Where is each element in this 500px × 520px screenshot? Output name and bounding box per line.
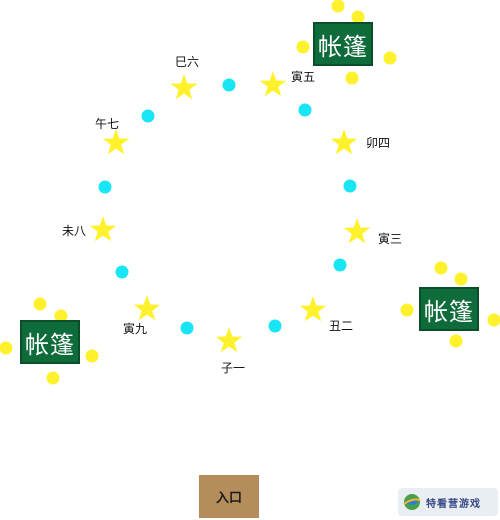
entrance-label: 入口 — [215, 491, 242, 506]
tent-marker-dot — [383, 51, 397, 65]
path-dot — [180, 321, 194, 335]
tent-marker-dot — [434, 261, 448, 275]
path-dot — [222, 78, 236, 92]
star-label: 寅三 — [378, 231, 402, 246]
star-label: 午七 — [95, 117, 119, 131]
tent-marker-dot — [454, 272, 468, 286]
ring-path-dots — [98, 78, 357, 335]
globe-logo-icon — [403, 494, 421, 510]
star-label: 未八 — [62, 224, 86, 238]
tent-label: 帐篷 — [424, 297, 474, 326]
star-label: 丑二 — [329, 319, 353, 333]
watermark-text: 特看营游戏 — [426, 498, 481, 510]
path-dot — [343, 179, 357, 193]
star-label: 巳六 — [175, 55, 199, 69]
path-dot — [98, 180, 112, 194]
star-label: 子一 — [221, 361, 245, 375]
path-dot — [268, 319, 282, 333]
star-markers — [89, 71, 371, 353]
tent-marker-dot — [345, 71, 359, 85]
star-icon[interactable] — [89, 216, 117, 242]
star-label: 寅九 — [123, 321, 147, 336]
star-label: 卯四 — [366, 136, 390, 150]
star-icon[interactable] — [215, 327, 243, 353]
watermark-logo: 特看营游戏 — [398, 488, 498, 516]
tent-marker-dot — [487, 313, 500, 327]
entrance-marker[interactable]: 入口 — [199, 475, 259, 518]
star-icon[interactable] — [102, 129, 130, 155]
tent-marker-dot — [85, 349, 99, 363]
star-icon[interactable] — [259, 71, 287, 97]
tent-marker-dot — [54, 309, 68, 323]
tent-right[interactable]: 帐篷 — [419, 287, 479, 331]
star-label: 寅五 — [291, 69, 315, 84]
path-dot — [141, 109, 155, 123]
tent-marker-dot — [296, 40, 310, 54]
path-dot — [298, 103, 312, 117]
tent-marker-dot — [331, 0, 345, 13]
star-icon[interactable] — [133, 295, 161, 321]
tent-label: 帐篷 — [25, 330, 75, 359]
path-dot — [333, 258, 347, 272]
tent-top-right[interactable]: 帐篷 — [313, 22, 373, 66]
star-icon[interactable] — [330, 129, 358, 155]
star-icon[interactable] — [343, 218, 371, 244]
tent-marker-dots — [0, 0, 500, 385]
tent-marker-dot — [46, 371, 60, 385]
tent-marker-dot — [33, 297, 47, 311]
star-icon[interactable] — [299, 296, 327, 322]
tent-marker-dot — [449, 334, 463, 348]
path-dot — [115, 265, 129, 279]
tent-marker-dot — [351, 10, 365, 24]
tent-label: 帐篷 — [318, 32, 368, 61]
star-icon[interactable] — [170, 74, 198, 100]
tent-marker-dot — [400, 303, 414, 317]
tent-left[interactable]: 帐篷 — [20, 320, 80, 364]
tent-marker-dot — [0, 341, 13, 355]
